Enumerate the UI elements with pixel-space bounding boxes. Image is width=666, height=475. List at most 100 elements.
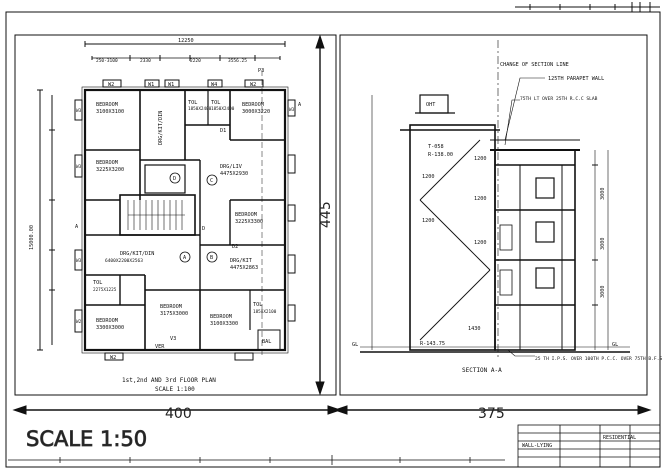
room-name: BEDROOM <box>242 102 264 108</box>
ground-level: GL <box>352 342 358 348</box>
step-level: 1200 <box>474 196 487 202</box>
floor-height: 3000 <box>600 286 606 299</box>
flat-mark: C <box>210 178 213 184</box>
room-size: 1850X2400 <box>211 106 235 112</box>
width-dim-left: 400 <box>165 406 192 422</box>
flat-mark: B <box>210 255 213 261</box>
plan-height-dim: 15000.00 <box>29 225 35 250</box>
section-note: 125TH PARAPET WALL <box>548 76 604 82</box>
flat-mark: A <box>183 255 187 261</box>
section-note: CHANGE OF SECTION LINE <box>500 62 569 68</box>
svg-text:250-3100: 250-3100 <box>96 58 118 64</box>
top-level: R-138.00 <box>428 152 453 158</box>
window-tag: W2 <box>110 355 116 361</box>
plan-scale: SCALE 1:100 <box>155 386 195 393</box>
room-size: 4475X2930 <box>220 171 248 177</box>
room-name: TOL <box>93 280 102 286</box>
section-note: 25 TH I.P.S. OVER 100TH P.C.C. OVER 75TH… <box>535 356 662 362</box>
titleblock-label: WALL-LYING <box>522 443 552 449</box>
door-tag: D2 <box>232 244 238 250</box>
width-dim-right: 375 <box>478 406 505 422</box>
window-tag: W1 <box>148 82 154 88</box>
room-name: BEDROOM <box>235 212 257 218</box>
titleblock-drawing: RESIDENTIAL <box>603 435 636 441</box>
svg-text:3556.25: 3556.25 <box>228 58 247 64</box>
window-tag: W4 <box>211 82 217 88</box>
section-note: 75TH LT OVER 25TH R.C.C SLAB <box>520 96 598 102</box>
width-dimensions <box>12 405 652 415</box>
ground-level: GL <box>612 342 618 348</box>
step-level: 1430 <box>468 326 481 332</box>
step-level: 1200 <box>422 174 435 180</box>
section-mark: A <box>75 224 79 230</box>
window-tag: W2 <box>250 82 256 88</box>
section-panel <box>339 34 648 396</box>
top-ruler <box>515 2 660 12</box>
room-name: BEDROOM <box>96 160 118 166</box>
flat-mark: D <box>173 176 176 182</box>
section-mark: A <box>298 102 302 108</box>
svg-text:2330: 2330 <box>140 58 151 64</box>
room-size: 6400X2200X2563 <box>105 258 143 264</box>
room-name: TOL <box>188 100 197 106</box>
window-tag: W2 <box>108 82 114 88</box>
window-tag: W2 <box>76 319 82 325</box>
room-size: 3100X3300 <box>210 321 238 327</box>
verandah-label: VER <box>155 344 165 350</box>
balcony-label: BAL <box>262 339 271 345</box>
room-name: TOL <box>253 302 262 308</box>
window-tag: W3 <box>76 108 82 114</box>
room-name: DRG/LIV <box>220 164 242 170</box>
room-name: DRG/KIT/DIN <box>158 111 164 145</box>
room-name: BEDROOM <box>160 304 182 310</box>
room-size: 1850X2400 <box>188 106 212 112</box>
step-level: 1200 <box>474 156 487 162</box>
room-name: BEDROOM <box>210 314 232 320</box>
room-name: TOL <box>211 100 220 106</box>
room-size: 3175X3000 <box>160 311 188 317</box>
room-name: DRG/KIT/DIN <box>120 251 154 257</box>
room-name: BEDROOM <box>96 102 118 108</box>
room-size: 4475X2863 <box>230 265 258 271</box>
room-name: BEDROOM <box>96 318 118 324</box>
bottom-ruler <box>8 455 505 465</box>
top-label: T-058 <box>428 144 444 150</box>
height-dimension <box>315 34 325 396</box>
window-tag: W3 <box>76 258 82 264</box>
room-size: 3000X3220 <box>242 109 270 115</box>
title-block <box>517 424 661 468</box>
bottom-level: R-143.75 <box>420 341 445 347</box>
room-size: 3225X3200 <box>96 167 124 173</box>
sheet-border <box>5 11 661 468</box>
door-tag: D1 <box>220 128 226 134</box>
section-labels: CHANGE OF SECTION LINE 125TH PARAPET WAL… <box>352 62 662 374</box>
sheet-scale: SCALE 1:50 <box>26 427 147 451</box>
door-tag: D <box>202 226 205 232</box>
room-size: 2275X1225 <box>93 287 117 293</box>
grid-mark: P3 <box>258 68 264 74</box>
room-size: 1850X2100 <box>253 309 277 315</box>
section-view <box>360 40 630 360</box>
plan-labels: 12250 250-3100 2330 2220 3556.25 P3 1500… <box>29 38 302 393</box>
room-size: 3100X3100 <box>96 109 124 115</box>
room-name: DRG/KIT <box>230 258 252 264</box>
step-level: 1200 <box>474 240 487 246</box>
window-tag: W3 <box>76 164 82 170</box>
floor-plan <box>37 41 296 361</box>
window-tag: W3 <box>289 107 295 113</box>
room-size: 3300X3000 <box>96 325 124 331</box>
plan-panel <box>14 34 337 396</box>
svg-text:2220: 2220 <box>190 58 201 64</box>
step-level: 1200 <box>422 218 435 224</box>
floor-height: 3000 <box>600 238 606 251</box>
height-dim-label: 445 <box>318 201 334 228</box>
floor-height: 3000 <box>600 188 606 201</box>
window-tag: W1 <box>168 82 174 88</box>
plan-overall-dim: 12250 <box>178 38 194 44</box>
section-title: SECTION A-A <box>462 367 502 374</box>
window-tag: V3 <box>170 336 176 342</box>
tank-label: OHT <box>426 102 435 108</box>
plan-title: 1st,2nd AND 3rd FLOOR PLAN <box>122 377 216 384</box>
room-size: 3225X3300 <box>235 219 263 225</box>
